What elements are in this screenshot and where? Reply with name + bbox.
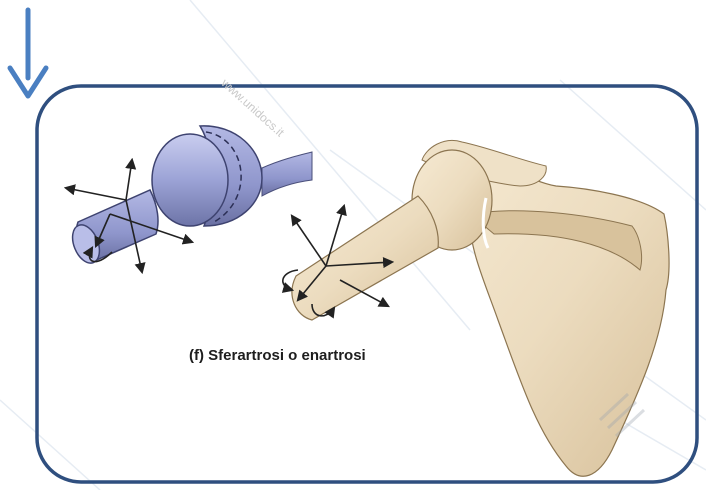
scapula-humerus-illustration xyxy=(292,140,669,476)
figure-caption: (f) Sferartrosi o enartrosi xyxy=(189,347,366,364)
joint-model-illustration xyxy=(67,126,312,267)
arrow-down-icon xyxy=(10,10,46,96)
